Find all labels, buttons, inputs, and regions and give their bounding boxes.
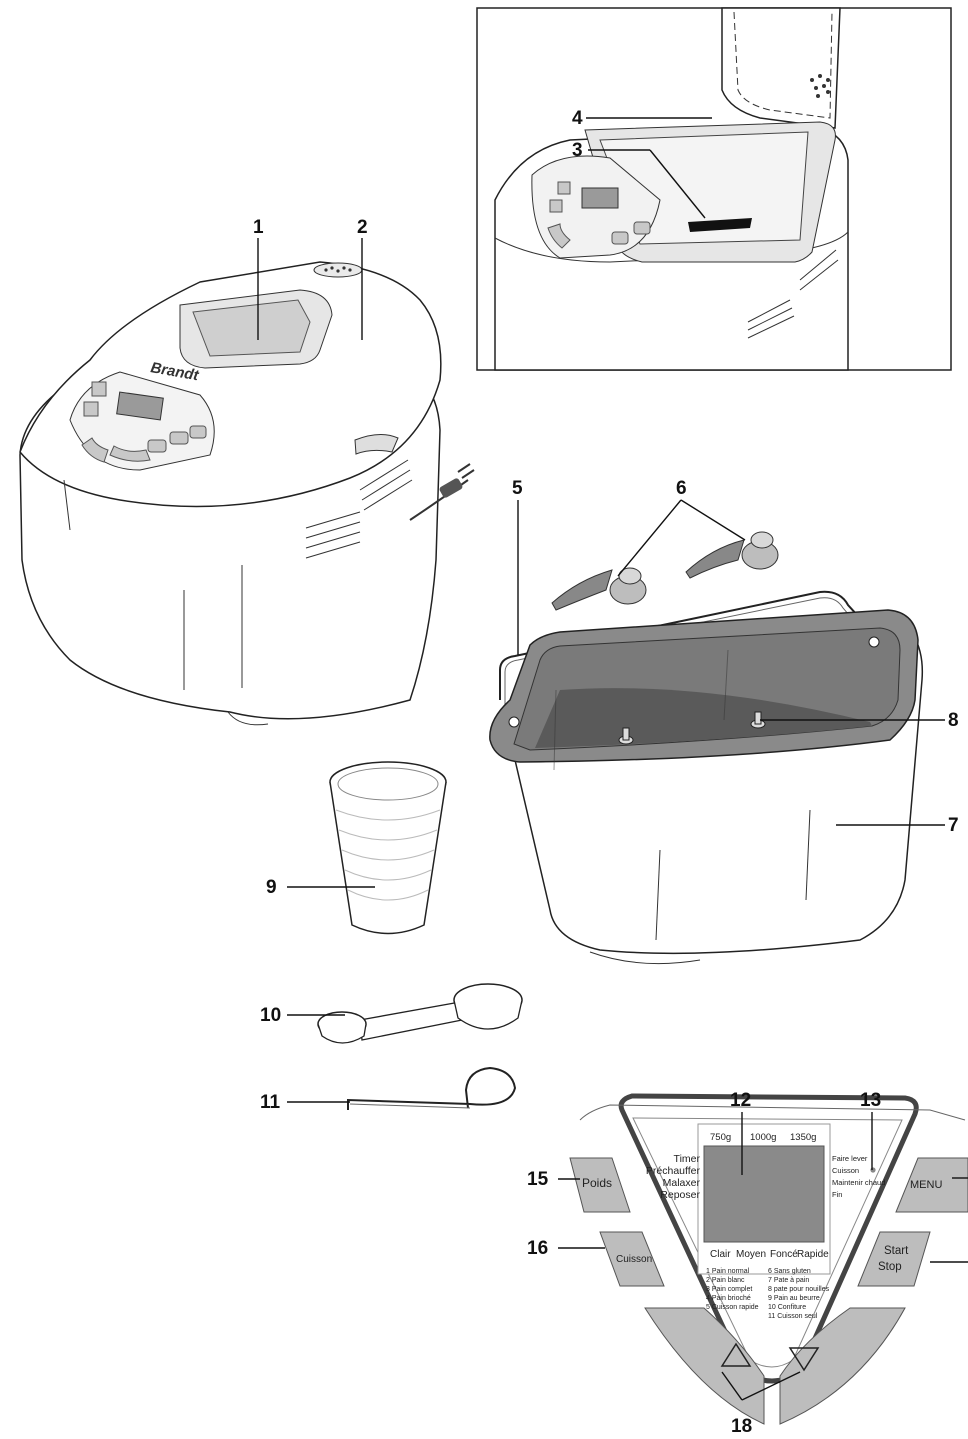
kneading-paddles [551,531,779,611]
program-item: 10 Confiture [768,1304,806,1311]
program-item: 3 Pain complet [706,1286,752,1293]
weight-button-label: Poids [582,1176,612,1190]
status-fin: Fin [832,1190,842,1199]
crust-clair: Clair [710,1249,731,1260]
crust-button-label: Cuisson [616,1254,652,1265]
callout-numbers: 1 2 4 3 5 6 8 7 9 10 11 12 13 15 16 18 [253,108,959,1437]
status-reposer: Reposer [660,1189,700,1201]
program-item: 1 Pain normal [706,1268,750,1275]
drive-shaft-icon [618,711,766,745]
callout-2: 2 [357,217,368,238]
callout-11: 11 [260,1092,281,1113]
program-item: 11 Cuisson seul [768,1313,818,1320]
down-arrow-button[interactable] [779,1307,906,1425]
program-item: 9 Pain au beurre [768,1295,820,1302]
measuring-spoon [317,983,523,1044]
status-timer: Timer [674,1153,701,1165]
status-faire-lever: Faire lever [832,1154,868,1163]
bread-pan [489,590,924,965]
callout-1: 1 [253,217,264,238]
program-item: 5 Cuisson rapide [706,1304,759,1311]
program-item: 2 Pain blanc [706,1277,745,1284]
callout-4: 4 [572,108,583,129]
crust-fonce: Foncé [770,1249,798,1260]
callout-5: 5 [512,478,523,499]
lid-vent-icon [810,74,830,98]
status-prechauffer: Préchauffer [646,1165,701,1177]
callout-15: 15 [527,1169,549,1190]
weight-750: 750g [710,1132,731,1143]
control-panel-detail: 750g 1000g 1350g Timer Préchauffer Malax… [569,1093,968,1425]
callout-10: 10 [260,1005,281,1026]
lid-vent-icon [313,262,363,278]
callout-6: 6 [676,478,687,499]
paddle-removal-hook [347,1066,517,1110]
stop-label: Stop [878,1261,902,1273]
callout-7: 7 [948,815,959,836]
callout-9: 9 [266,877,277,898]
program-list-right: 6 Sans gluten 7 Pate à pain 8 pate pour … [768,1268,830,1320]
menu-button[interactable]: MENU [895,1157,968,1213]
callout-12: 12 [730,1090,751,1111]
menu-button-label: MENU [910,1179,942,1191]
crust-moyen: Moyen [736,1249,766,1260]
status-maintenir-chaud: Maintenir chaud [832,1178,885,1187]
status-malaxer: Malaxer [663,1177,701,1189]
crust-rapide: Rapide [797,1249,829,1260]
callout-8: 8 [948,710,959,731]
measuring-cup [329,761,447,935]
program-item: 7 Pate à pain [768,1277,809,1284]
inset-open-machine [476,7,952,371]
crust-button[interactable]: Cuisson [599,1231,665,1287]
up-arrow-button[interactable] [644,1307,765,1425]
down-triangle-icon [788,1347,820,1372]
callout-13: 13 [860,1090,881,1111]
leader-lines [257,117,968,1401]
lcd-display [703,1145,825,1243]
program-item: 8 pate pour nouilles [768,1286,830,1293]
weight-1350: 1350g [790,1132,816,1143]
callout-3: 3 [572,140,583,161]
weight-button[interactable]: Poids [569,1157,631,1213]
callout-18: 18 [731,1416,752,1437]
power-plug-icon [439,463,475,498]
start-label: Start [884,1245,909,1257]
program-item: 6 Sans gluten [768,1268,811,1275]
start-stop-button[interactable]: Start Stop [857,1231,931,1287]
program-list-left: 1 Pain normal 2 Pain blanc 3 Pain comple… [706,1268,759,1311]
status-cuisson: Cuisson [832,1166,859,1175]
indicator-led [870,1167,876,1173]
up-triangle-icon [720,1342,752,1367]
bread-machine: Brandt [19,261,475,726]
program-item: 4 Pain brioché [706,1295,751,1302]
callout-16: 16 [527,1238,548,1259]
weight-1000: 1000g [750,1132,776,1143]
